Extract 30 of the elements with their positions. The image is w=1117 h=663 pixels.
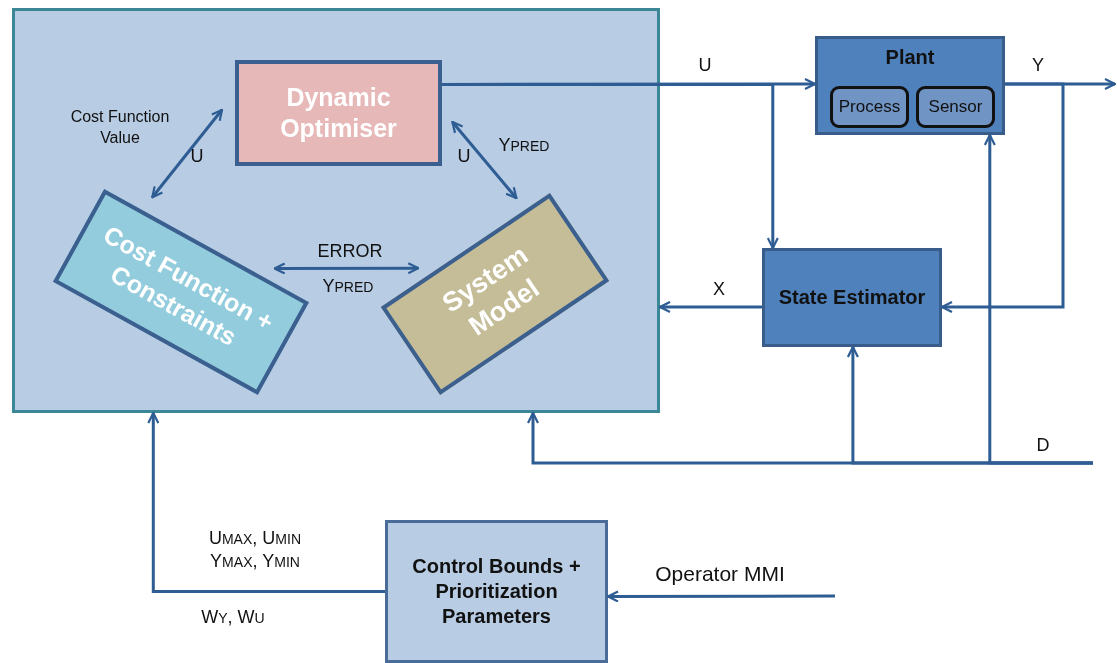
box-label: Process [838, 96, 901, 118]
optimiser-box [235, 60, 442, 166]
signal-label: Cost Function Value [69, 107, 171, 148]
sensor-box [916, 86, 995, 128]
plant-box [815, 36, 1005, 135]
arrow [606, 590, 835, 603]
edge-label: U [698, 54, 712, 78]
box-label: Plant [885, 45, 935, 70]
control-bounds-box [385, 520, 608, 663]
edge-label: D [1036, 434, 1050, 458]
arrow [940, 82, 1065, 314]
edge-label: ERROR [317, 240, 383, 264]
box-label: Control Bounds + Prioritization Parameters [411, 554, 582, 629]
edge-label: X [713, 278, 725, 302]
controller-panel [12, 8, 660, 413]
estimator-box [762, 248, 942, 347]
arrow [273, 262, 420, 275]
edge-label: U [457, 145, 471, 169]
edge-label: Y [1032, 54, 1044, 78]
arrow [151, 108, 224, 199]
process-box [830, 86, 909, 128]
arrow [658, 300, 762, 313]
box-label: Dynamic Optimiser [279, 81, 398, 144]
box-label: State Estimator [778, 285, 926, 310]
arrow [983, 133, 1093, 465]
arrow [451, 120, 518, 200]
arrow [147, 411, 385, 593]
box-label: Sensor [928, 96, 983, 118]
edge-label: Operator MMI [655, 561, 785, 588]
edge-label: U [190, 145, 204, 169]
